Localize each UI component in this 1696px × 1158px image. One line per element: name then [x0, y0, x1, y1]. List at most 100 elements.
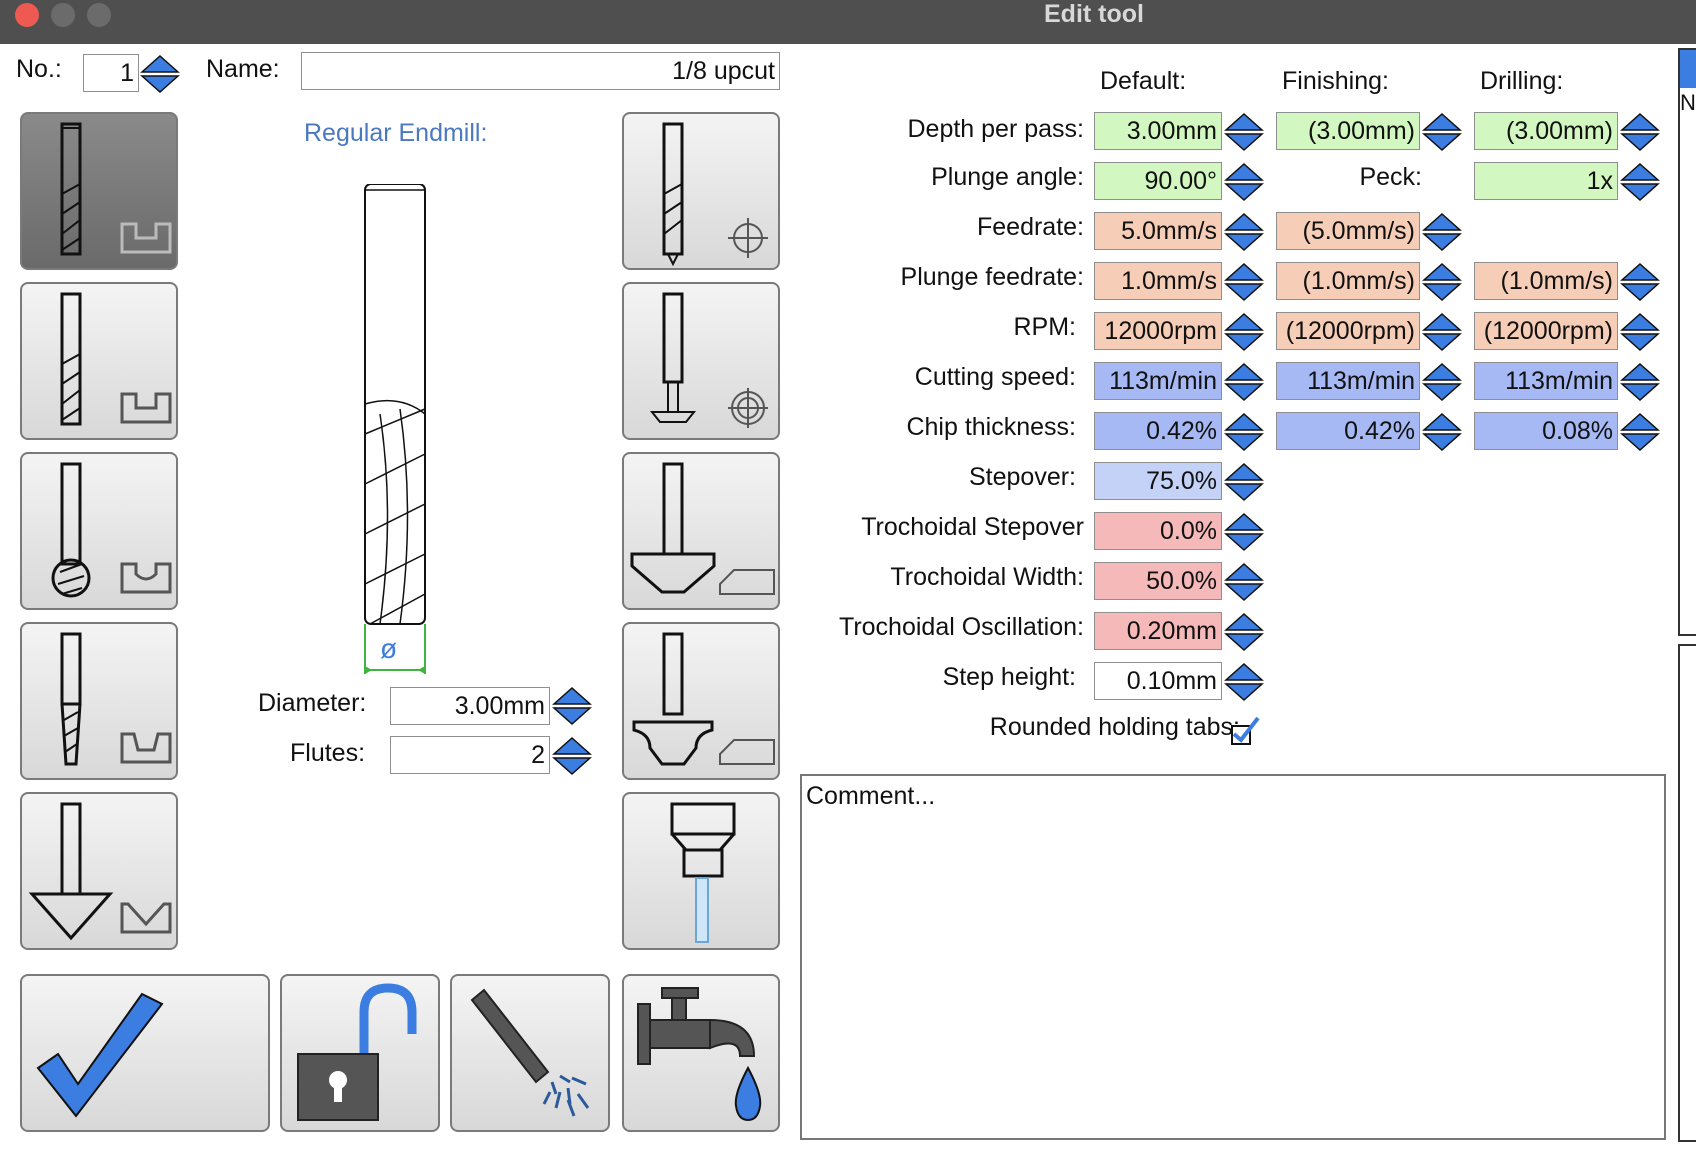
- slot-cutter-icon: [649, 292, 768, 428]
- tool-number-field[interactable]: 1: [83, 54, 139, 92]
- chip-thickness-default-stepper[interactable]: [1224, 412, 1264, 452]
- faucet-icon: [637, 987, 762, 1122]
- tool-number-stepper[interactable]: [140, 54, 180, 94]
- flutes-label: Flutes:: [290, 739, 366, 767]
- rpm-drilling-stepper[interactable]: [1620, 312, 1660, 352]
- depth-per-pass-finishing-stepper[interactable]: [1422, 112, 1462, 152]
- feedrate-finishing-stepper[interactable]: [1422, 212, 1462, 252]
- plunge-feedrate-drilling-field[interactable]: (1.0mm/s): [1474, 262, 1618, 300]
- tool-number-label: No.:: [16, 55, 62, 83]
- chip-thickness-default-field[interactable]: 0.42%: [1094, 412, 1222, 450]
- waterjet-laser-button[interactable]: [622, 792, 780, 950]
- column-header-finishing: Finishing:: [1282, 67, 1389, 95]
- rpm-default-stepper[interactable]: [1224, 312, 1264, 352]
- roundover-button[interactable]: [622, 622, 780, 780]
- tool-name-field[interactable]: 1/8 upcut: [301, 52, 780, 90]
- rpm-label: RPM:: [1013, 313, 1077, 341]
- feedrate-finishing-field[interactable]: (5.0mm/s): [1276, 212, 1420, 250]
- trochoidal-oscillation-stepper[interactable]: [1224, 612, 1264, 652]
- diameter-symbol: ø: [380, 633, 398, 664]
- vbit-button[interactable]: [20, 792, 178, 950]
- drill-button[interactable]: [622, 112, 780, 270]
- plunge-feedrate-label: Plunge feedrate:: [900, 263, 1084, 291]
- column-header-drilling: Drilling:: [1480, 67, 1564, 95]
- cutting-speed-finishing-stepper[interactable]: [1422, 362, 1462, 402]
- coolant-button[interactable]: [622, 974, 780, 1132]
- plunge-angle-default-field[interactable]: 90.00°: [1094, 162, 1222, 200]
- chip-thickness-finishing-stepper[interactable]: [1422, 412, 1462, 452]
- ballnose-icon: [51, 462, 172, 598]
- ok-button[interactable]: [20, 974, 270, 1132]
- trochoidal-width-stepper[interactable]: [1224, 562, 1264, 602]
- stepover-default-stepper[interactable]: [1224, 462, 1264, 502]
- rpm-drilling-field[interactable]: (12000rpm): [1474, 312, 1618, 350]
- ballnose-button[interactable]: [20, 452, 178, 610]
- chip-thickness-drilling-field[interactable]: 0.08%: [1474, 412, 1618, 450]
- plunge-feedrate-finishing-stepper[interactable]: [1422, 262, 1462, 302]
- peck-field[interactable]: 1x: [1474, 162, 1618, 200]
- close-window-button[interactable]: [15, 3, 39, 27]
- chip-thickness-label: Chip thickness:: [906, 413, 1076, 441]
- step-height-default-field[interactable]: 0.10mm: [1094, 662, 1222, 700]
- trochoidal-oscillation-default-field[interactable]: 0.20mm: [1094, 612, 1222, 650]
- air-nozzle-icon: [470, 988, 590, 1117]
- rounded-holding-tabs-checkbox[interactable]: [1228, 714, 1262, 748]
- tool-name-label: Name:: [206, 55, 280, 83]
- feedrate-label: Feedrate:: [976, 213, 1084, 241]
- nozzle-icon: [670, 802, 736, 943]
- rpm-default-field[interactable]: 12000rpm: [1094, 312, 1222, 350]
- tapered-endmill-button[interactable]: [20, 622, 178, 780]
- stepover-default-field[interactable]: 75.0%: [1094, 462, 1222, 500]
- cutting-speed-drilling-stepper[interactable]: [1620, 362, 1660, 402]
- diameter-stepper[interactable]: [552, 686, 592, 726]
- rpm-finishing-stepper[interactable]: [1422, 312, 1462, 352]
- depth-per-pass-default-stepper[interactable]: [1224, 112, 1264, 152]
- window-title: Edit tool: [1044, 0, 1144, 28]
- plunge-angle-default-stepper[interactable]: [1224, 162, 1264, 202]
- depth-per-pass-default-field[interactable]: 3.00mm: [1094, 112, 1222, 150]
- depth-per-pass-drilling-field[interactable]: (3.00mm): [1474, 112, 1618, 150]
- plunge-feedrate-default-stepper[interactable]: [1224, 262, 1264, 302]
- depth-per-pass-drilling-stepper[interactable]: [1620, 112, 1660, 152]
- rpm-finishing-field[interactable]: (12000rpm): [1276, 312, 1420, 350]
- step-height-stepper[interactable]: [1224, 662, 1264, 702]
- peck-stepper[interactable]: [1620, 162, 1660, 202]
- chip-thickness-finishing-field[interactable]: 0.42%: [1276, 412, 1420, 450]
- feedrate-default-stepper[interactable]: [1224, 212, 1264, 252]
- comment-textarea[interactable]: Comment...: [800, 774, 1666, 1140]
- zoom-window-button[interactable]: [87, 3, 111, 27]
- side-panel-selected-item[interactable]: [1680, 50, 1696, 88]
- endmill-flat-button[interactable]: [20, 112, 178, 270]
- trochoidal-stepover-stepper[interactable]: [1224, 512, 1264, 552]
- cutting-speed-label: Cutting speed:: [914, 363, 1076, 391]
- flutes-stepper[interactable]: [552, 736, 592, 776]
- diameter-label: Diameter:: [258, 689, 367, 717]
- trochoidal-oscillation-label: Trochoidal Oscillation:: [838, 613, 1084, 641]
- chip-thickness-drilling-stepper[interactable]: [1620, 412, 1660, 452]
- step-height-label: Step height:: [942, 663, 1076, 691]
- depth-per-pass-finishing-field[interactable]: (3.00mm): [1276, 112, 1420, 150]
- unlocked-padlock-icon: [297, 983, 417, 1121]
- flutes-field[interactable]: 2: [390, 736, 550, 774]
- endmill-upcut-button[interactable]: [20, 282, 178, 440]
- side-panel-bottom: [1678, 644, 1696, 1142]
- trochoidal-stepover-default-field[interactable]: 0.0%: [1094, 512, 1222, 550]
- checkmark-icon: [36, 992, 164, 1118]
- cutting-speed-finishing-field[interactable]: 113m/min: [1276, 362, 1420, 400]
- minimize-window-button[interactable]: [51, 3, 75, 27]
- slot-cutter-button[interactable]: [622, 282, 780, 440]
- trochoidal-width-default-field[interactable]: 50.0%: [1094, 562, 1222, 600]
- air-blast-button[interactable]: [450, 974, 610, 1132]
- cutting-speed-default-field[interactable]: 113m/min: [1094, 362, 1222, 400]
- diameter-field[interactable]: 3.00mm: [390, 687, 550, 725]
- plunge-feedrate-default-field[interactable]: 1.0mm/s: [1094, 262, 1222, 300]
- upcut-endmill-icon: [60, 292, 172, 426]
- cutting-speed-default-stepper[interactable]: [1224, 362, 1264, 402]
- lock-toggle-button[interactable]: [280, 974, 440, 1132]
- plunge-feedrate-drilling-stepper[interactable]: [1620, 262, 1660, 302]
- feedrate-default-field[interactable]: 5.0mm/s: [1094, 212, 1222, 250]
- chamfer-button[interactable]: [622, 452, 780, 610]
- plunge-feedrate-finishing-field[interactable]: (1.0mm/s): [1276, 262, 1420, 300]
- cutting-speed-drilling-field[interactable]: 113m/min: [1474, 362, 1618, 400]
- edit-tool-dialog: No.: 1 Name: 1/8 upcut: [0, 44, 1696, 1154]
